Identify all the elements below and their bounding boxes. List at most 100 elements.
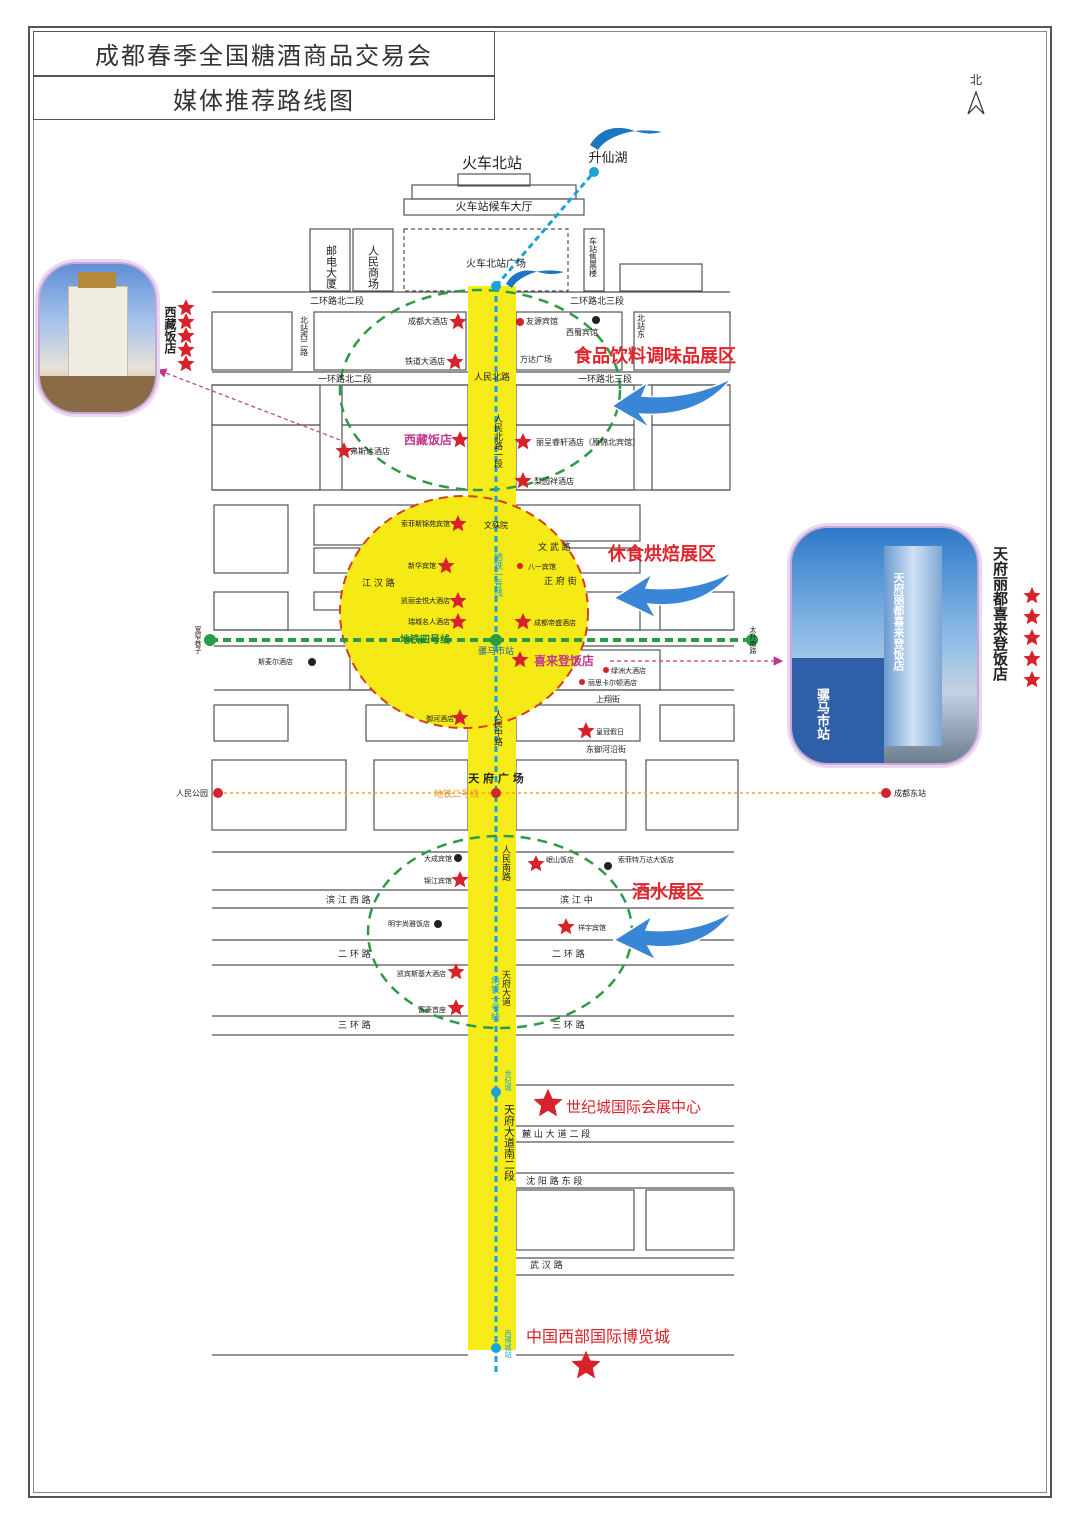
label-taisheng-south: 太升南路: [749, 625, 757, 655]
label-road-lushan: 麓 山 大 道 二 段: [522, 1128, 590, 1140]
label-western-expo: 中国西部国际博览城: [526, 1327, 670, 1346]
hotel-chengdu[interactable]: 成都大酒店: [408, 316, 448, 326]
label-road-tianfu-south2: 天府大道南二段: [503, 1104, 516, 1182]
hotel-tiedao[interactable]: 铁道大酒店: [405, 356, 445, 366]
label-road-binjiang-w: 滨 江 西 路: [326, 894, 371, 906]
hotel-mingyu[interactable]: 明宇尚雅饭店: [388, 919, 430, 928]
label-road-north-east: 北站东: [637, 314, 646, 338]
metro-stations: [204, 167, 891, 1353]
connector-tibet: [156, 368, 341, 441]
label-road-shangxiang: 上翔街: [596, 694, 620, 704]
label-luomashi: 骡马市站: [478, 645, 514, 657]
label-metro-line1-south: 地铁一号线: [489, 975, 500, 1021]
station-shengxian[interactable]: [589, 167, 599, 177]
hotel-liyuanxiang[interactable]: 梨园祥酒店: [534, 476, 574, 486]
label-road-jianghan: 江 汉 路: [362, 577, 395, 589]
hotel-sofitel-jinyuan[interactable]: 索菲斯锦苑宾馆: [401, 519, 450, 528]
hotel-xishu[interactable]: 西蜀宾馆: [566, 327, 598, 337]
label-wanda-plaza[interactable]: 万达广场: [520, 354, 552, 364]
label-road-north-west2: 北站西二路: [300, 316, 309, 356]
station-tianfu-square[interactable]: [491, 788, 501, 798]
hotel-shangrila[interactable]: 喜来登饭店: [534, 653, 594, 668]
label-road-r2n2: 二环路北二段: [310, 295, 364, 307]
hotel-kaili[interactable]: 凯丽金悦大酒店: [401, 596, 450, 605]
hotel-minshan[interactable]: 岷山饭店: [546, 855, 574, 864]
label-shengxian-lake: 升仙湖: [588, 151, 627, 166]
station-century-city[interactable]: [491, 1087, 501, 1097]
label-road-erhuan-r: 二 环 路: [552, 948, 585, 960]
label-wenshuyuan: 文殊院: [484, 520, 508, 530]
north-arrow-icon: [967, 90, 985, 115]
label-road-r1n2: 一环路北二段: [318, 373, 372, 385]
hotel-dacheng[interactable]: 大成宾馆: [424, 854, 452, 863]
hotel-kaibin[interactable]: 凯宾斯基大酒店: [397, 969, 446, 978]
hotel-fusida[interactable]: 弗斯达酒店: [350, 446, 390, 456]
side-star-rating-tibet: [177, 299, 195, 372]
station-sign: 骡马市站: [814, 688, 829, 740]
hotel-yuhe[interactable]: 御河酒店: [426, 714, 454, 723]
hotel-lisi[interactable]: 丽思卡尔顿酒店: [588, 678, 637, 687]
hotel-huangguan[interactable]: 皇冠假日: [596, 727, 624, 736]
arrow-wine-icon: [612, 911, 733, 962]
hotel-lvzhou[interactable]: 绿洲大酒店: [611, 666, 646, 675]
hotel-xiangyu[interactable]: 祥宇宾馆: [578, 923, 606, 932]
hotel-tibet[interactable]: 西藏饭店: [404, 432, 452, 447]
tibet-roof: [78, 272, 116, 288]
station-north[interactable]: [491, 281, 501, 291]
tibet-ground: [40, 376, 155, 412]
label-metro-line4: 地铁四号线: [400, 633, 450, 646]
north-arrow: 北: [967, 73, 985, 115]
label-road-dongyuhe: 东御河沿街: [586, 744, 626, 754]
photo-shangrila-hotel: 天府丽都喜来登饭店 骡马市站: [790, 526, 979, 765]
hotel-simai[interactable]: 斯麦尔酒店: [258, 657, 293, 666]
label-road-r1n3: 一环路北三段: [578, 373, 632, 385]
zone-label-food: 食品饮料调味品展区: [573, 345, 736, 367]
hotel-licheng[interactable]: 丽呈睿轩酒店（原锦北宾馆）: [536, 437, 640, 447]
station-luomashi[interactable]: [490, 634, 502, 646]
label-road-renmin-north: 人民北路: [474, 371, 510, 383]
side-star-rating-shangrila: [1023, 587, 1041, 688]
station-taisheng[interactable]: [746, 634, 758, 646]
hotel-dishing[interactable]: 成都帝盛酒店: [534, 618, 576, 627]
hotel-sofitel-wanda[interactable]: 索菲特万达大饭店: [618, 855, 674, 864]
label-road-renmin-middle: 人民中路: [492, 710, 503, 747]
map-title: 成都春季全国糖酒商品交易会: [33, 31, 495, 76]
zone-label-wine: 酒水展区: [632, 881, 704, 903]
hotel-xinhua[interactable]: 新华宾馆: [408, 561, 436, 570]
station-chengdu-east[interactable]: [881, 788, 891, 798]
label-kuanzhai: 宽窄巷子: [194, 625, 202, 654]
station-people-park[interactable]: [213, 788, 223, 798]
hotel-youyuan[interactable]: 友源宾馆: [526, 316, 558, 326]
label-station-square: 火车北站广场: [466, 257, 526, 270]
zone-label-snack: 休食烘焙展区: [607, 543, 716, 565]
square-wave-icon: [506, 270, 564, 288]
hotel-ruicheng[interactable]: 瑞城名人酒店: [408, 617, 450, 626]
station-building: [792, 658, 884, 763]
map-inner-frame: [33, 31, 1047, 1493]
hotel-jinjiang[interactable]: 锦江宾馆: [424, 876, 452, 885]
label-metro-line1: 地铁一号线: [492, 551, 503, 597]
map-outer-frame: [28, 26, 1052, 1498]
zone-arrows: [610, 377, 733, 962]
photo-tibet-hotel: [38, 262, 157, 414]
arrow-snack-icon: [612, 571, 733, 620]
metro-line1-north: [494, 171, 596, 287]
arrow-food-icon: [610, 377, 733, 429]
hotel-bayi[interactable]: 八一宾馆: [528, 562, 556, 571]
label-road-sanhuan-l: 三 环 路: [338, 1019, 371, 1031]
zone-snack-area: [339, 495, 589, 729]
label-xibo-station: 西博城站: [504, 1330, 512, 1359]
shangrila-sign: 天府丽都喜来登饭店: [892, 572, 905, 671]
main-avenue: [468, 286, 516, 1350]
label-waiting-hall: 火车站候车大厅: [456, 199, 533, 213]
hotel-fuyi[interactable]: 富豪首座: [418, 1005, 446, 1014]
label-chengdu-east: 成都东站: [894, 788, 926, 798]
map-subtitle: 媒体推荐路线图: [33, 76, 495, 120]
label-road-binjiang-m: 滨 江 中: [560, 894, 593, 906]
station-xibo[interactable]: [491, 1343, 501, 1353]
label-road-wenwu: 文 武 路: [538, 541, 571, 553]
label-ticket-building: 车站售票楼: [589, 236, 598, 278]
label-century-city-center: 世纪城国际会展中心: [566, 1098, 701, 1116]
station-kuanzhai[interactable]: [204, 634, 216, 646]
hotel-dots: [308, 316, 612, 928]
